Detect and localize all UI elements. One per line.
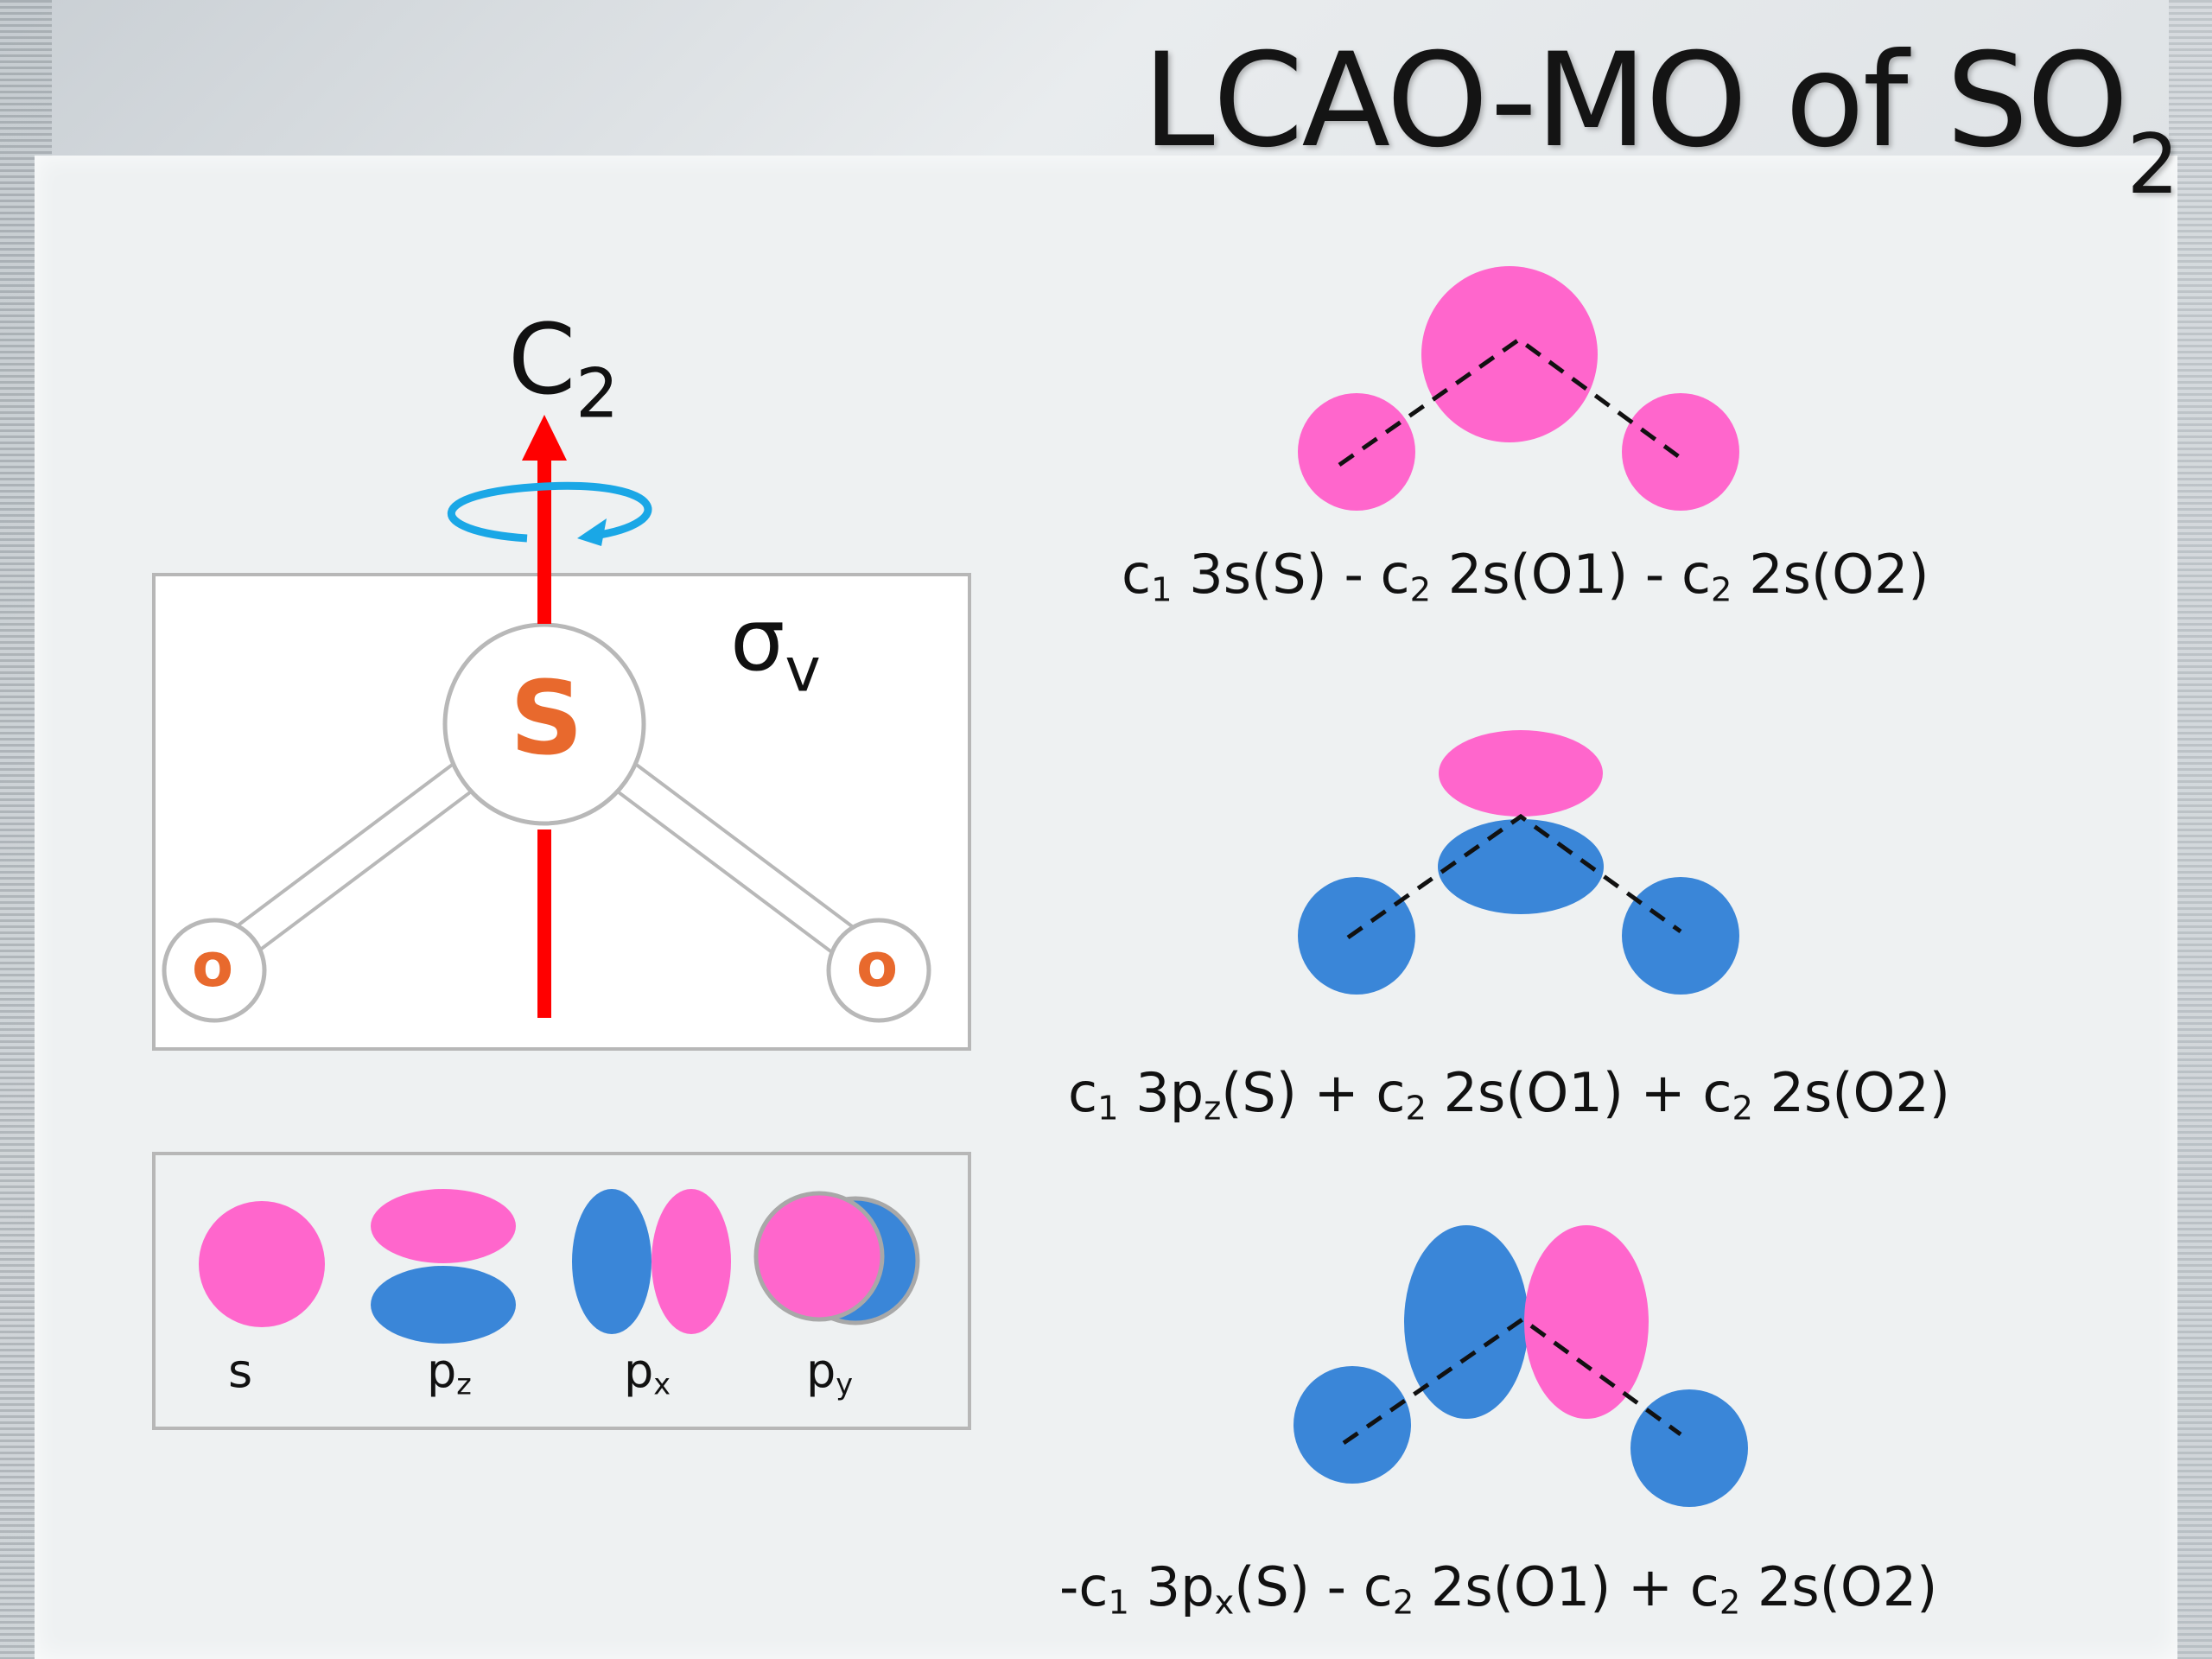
f3-t3: 2s(O2) [1740,1555,1938,1618]
orbital-px-left-lobe [572,1189,652,1334]
mo3-oxygen1-2s [1294,1366,1411,1484]
f1-t2: 2s(O1) - [1431,543,1681,606]
mo1-bond-guide [1338,336,1682,467]
mo1-oxygen1-2s [1298,393,1415,511]
oxygen-atom-left-label: o [192,930,234,1001]
orbital-pz-label-main: p [427,1344,457,1398]
f2-c2a-sub: 2 [1405,1089,1427,1128]
f1-c2a: c [1380,543,1410,606]
f2-c2b: c [1702,1061,1732,1124]
slide-title: LCAO-MO of SO2 [1142,26,2179,213]
orbital-py-label-sub: y [836,1367,854,1402]
f1-c2b-sub: 2 [1711,570,1732,610]
f3-c1: -c [1059,1555,1109,1618]
so-bond-right [608,760,887,977]
orbital-py-label: py [806,1344,853,1401]
f3-c2a-sub: 2 [1392,1583,1414,1623]
rotation-arrow [448,481,652,543]
orbital-s-label: s [228,1344,252,1398]
mo3-px-right-lobe [1524,1225,1649,1419]
c2-arrowhead [522,415,567,461]
f2-c1-sub: 1 [1097,1089,1119,1128]
mo-diagram-2 [1298,730,1739,995]
oxygen-atom-right [826,918,931,1023]
f1-t1: 3s(S) - [1172,543,1381,606]
mo2-bond-guide [1346,813,1682,940]
mo-diagram-3 [1294,1225,1748,1507]
f2-t3: 2s(O2) [1752,1061,1950,1124]
title-main: LCAO-MO of SO [1142,26,2128,176]
mo-formula-2: c1 3pz(S) + c2 2s(O1) + c2 2s(O2) [1068,1061,1950,1128]
f2-t1: 3p [1118,1061,1205,1124]
sulfur-atom [442,622,646,826]
mo-diagram-1 [1298,266,1739,511]
mo-formula-3: -c1 3px(S) - c2 2s(O1) + c2 2s(O2) [1059,1555,1937,1623]
c2-axis-label: C2 [508,304,619,433]
f1-c2b: c [1681,543,1712,606]
f3-t1: 3p [1128,1555,1215,1618]
orbital-pz-upper-lobe [371,1189,516,1263]
orbital-px-label-main: p [624,1344,654,1398]
orbital-legend-panel [152,1152,971,1430]
rotation-arrowhead [577,518,607,546]
orbital-pz-lower-lobe [371,1266,516,1344]
f3-c2a: c [1363,1555,1393,1618]
mo2-oxygen1-2s [1298,877,1415,995]
f1-c1-sub: 1 [1151,570,1173,610]
orbital-pz-label-sub: z [456,1367,472,1402]
f2-t1b: (S) + [1221,1061,1376,1124]
f3-c2b: c [1689,1555,1719,1618]
oxygen-atom-left [162,918,267,1023]
orbital-s-label-main: s [228,1344,253,1398]
so-bond-left [202,760,480,977]
sigma-v-label: σv [730,589,821,706]
orbital-px-label: px [624,1344,671,1401]
mo1-oxygen2-2s [1622,393,1739,511]
sigma-label-main: σ [730,589,785,690]
orbital-py-label-main: p [806,1344,836,1398]
f3-t2: 2s(O1) + [1414,1555,1690,1618]
title-subscript: 2 [2126,118,2179,213]
mo2-pz-upper-lobe [1439,730,1603,817]
f2-c2b-sub: 2 [1732,1089,1753,1128]
f1-c1: c [1122,543,1152,606]
mo3-px-left-lobe [1404,1225,1529,1419]
f2-t2: 2s(O1) + [1426,1061,1703,1124]
mo3-bond-guide [1342,1316,1682,1446]
orbital-s-lobe [199,1201,325,1327]
f2-c1: c [1068,1061,1098,1124]
f2-c2a: c [1376,1061,1406,1124]
f2-p-sub: z [1204,1089,1222,1128]
sigma-label-sub: v [785,634,821,706]
orbital-px-right-lobe [652,1189,731,1334]
f3-p-sub: x [1214,1583,1235,1623]
mo2-oxygen2-2s [1622,877,1739,995]
c2-label-main: C [508,304,576,416]
orbital-px-label-sub: x [653,1367,671,1402]
f1-c2a-sub: 2 [1409,570,1432,610]
f1-t3: 2s(O2) [1732,543,1929,606]
f3-t1b: (S) - [1234,1555,1363,1618]
mo1-sulfur-3s [1421,266,1598,442]
oxygen-atom-right-label: o [856,930,899,1001]
orbital-pz-label: pz [427,1344,472,1401]
f3-c2b-sub: 2 [1719,1583,1741,1623]
c2-label-sub: 2 [575,354,620,434]
mo2-pz-lower-lobe [1438,819,1604,914]
orbital-py-front-lobe [753,1191,885,1322]
mo-formula-1: c1 3s(S) - c2 2s(O1) - c2 2s(O2) [1122,543,1929,610]
sulfur-atom-label: S [510,658,583,778]
f3-c1-sub: 1 [1108,1583,1129,1623]
mo3-oxygen2-2s [1630,1389,1748,1507]
